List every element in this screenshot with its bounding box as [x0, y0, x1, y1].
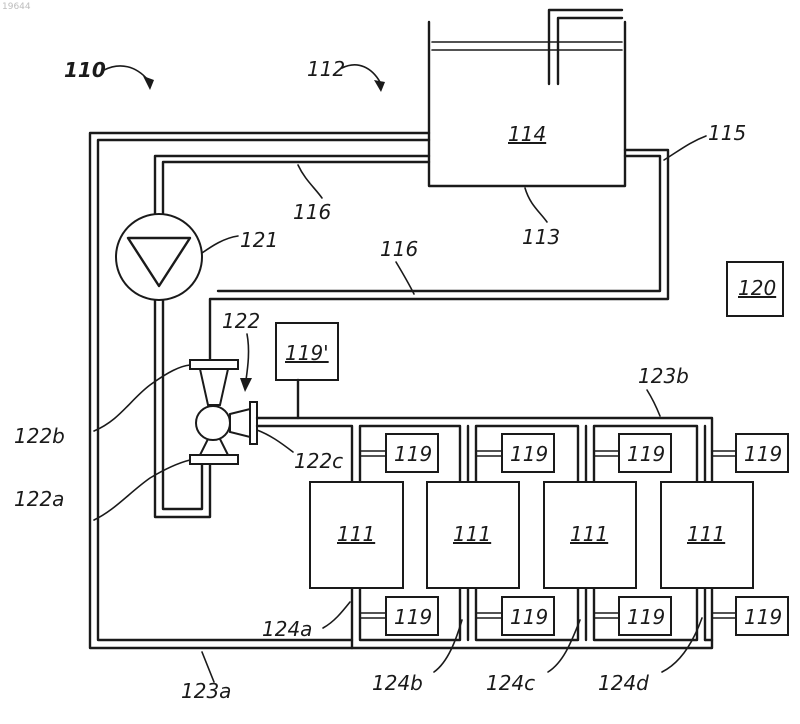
- branch-d-label: 124d: [598, 671, 649, 695]
- tank-assembly-label: 112: [307, 57, 345, 81]
- sensor-top-label: 119: [510, 442, 548, 466]
- sensor-bottom-label: 119: [510, 605, 548, 629]
- watermark-text: 19644: [2, 2, 31, 12]
- sensor-bottom-label: 119: [744, 605, 782, 629]
- manifold-top-leader: [647, 390, 660, 416]
- pump: [116, 214, 202, 300]
- supply-line-mid-label: 116: [380, 237, 418, 261]
- supply-line-top-label: 116: [293, 200, 331, 224]
- manifold-top-label: 123b: [638, 364, 689, 388]
- valve-pointer: [246, 334, 249, 380]
- tank-contents-label: 114: [508, 122, 546, 146]
- system-arrow: [104, 66, 148, 80]
- manifold-bottom-label: 123a: [181, 679, 231, 703]
- unit-label: 111: [570, 522, 608, 546]
- sensor-top-label: 119: [394, 442, 432, 466]
- branch-c-label: 124c: [486, 671, 535, 695]
- unit-label: 111: [337, 522, 375, 546]
- branch-a-label: 124a: [262, 617, 312, 641]
- valve-port-b-label: 122b: [14, 424, 65, 448]
- supply-line-top-leader: [298, 165, 322, 198]
- valve-port-b-leader: [94, 365, 190, 431]
- branch-a-leader: [323, 602, 350, 628]
- main-sensor-label: 119': [285, 341, 329, 365]
- unit-row: 111 111 111 111: [310, 482, 753, 588]
- tank: [429, 10, 625, 186]
- tank-assembly-arrowhead: [374, 80, 385, 92]
- pump-label: 121: [240, 228, 278, 252]
- sensor-bottom-label: 119: [394, 605, 432, 629]
- tank-label: 113: [522, 225, 560, 249]
- controller-label: 120: [738, 276, 776, 300]
- unit-label: 111: [687, 522, 725, 546]
- valve-port-c-label: 122c: [294, 449, 343, 473]
- valve-port-a-leader: [94, 460, 190, 520]
- system-label: 110: [64, 58, 106, 82]
- return-line-label: 115: [708, 121, 746, 145]
- valve-label: 122: [222, 309, 260, 333]
- manifold-bottom-leader: [202, 652, 214, 682]
- pump-leader: [202, 236, 238, 253]
- return-line-leader: [664, 136, 706, 160]
- sensor-bottom-label: 119: [627, 605, 665, 629]
- sensor-top-label: 119: [627, 442, 665, 466]
- sensor-top-label: 119: [744, 442, 782, 466]
- system-arrowhead: [143, 76, 154, 90]
- valve-pointer-arrowhead: [240, 378, 252, 392]
- tank-assembly-arrow: [342, 65, 380, 82]
- tank-leader: [525, 188, 547, 222]
- valve-port-a-label: 122a: [14, 487, 64, 511]
- valve-port-c-leader: [257, 430, 293, 452]
- unit-label: 111: [453, 522, 491, 546]
- branch-b-label: 124b: [372, 671, 423, 695]
- supply-line-mid-leader: [396, 262, 414, 294]
